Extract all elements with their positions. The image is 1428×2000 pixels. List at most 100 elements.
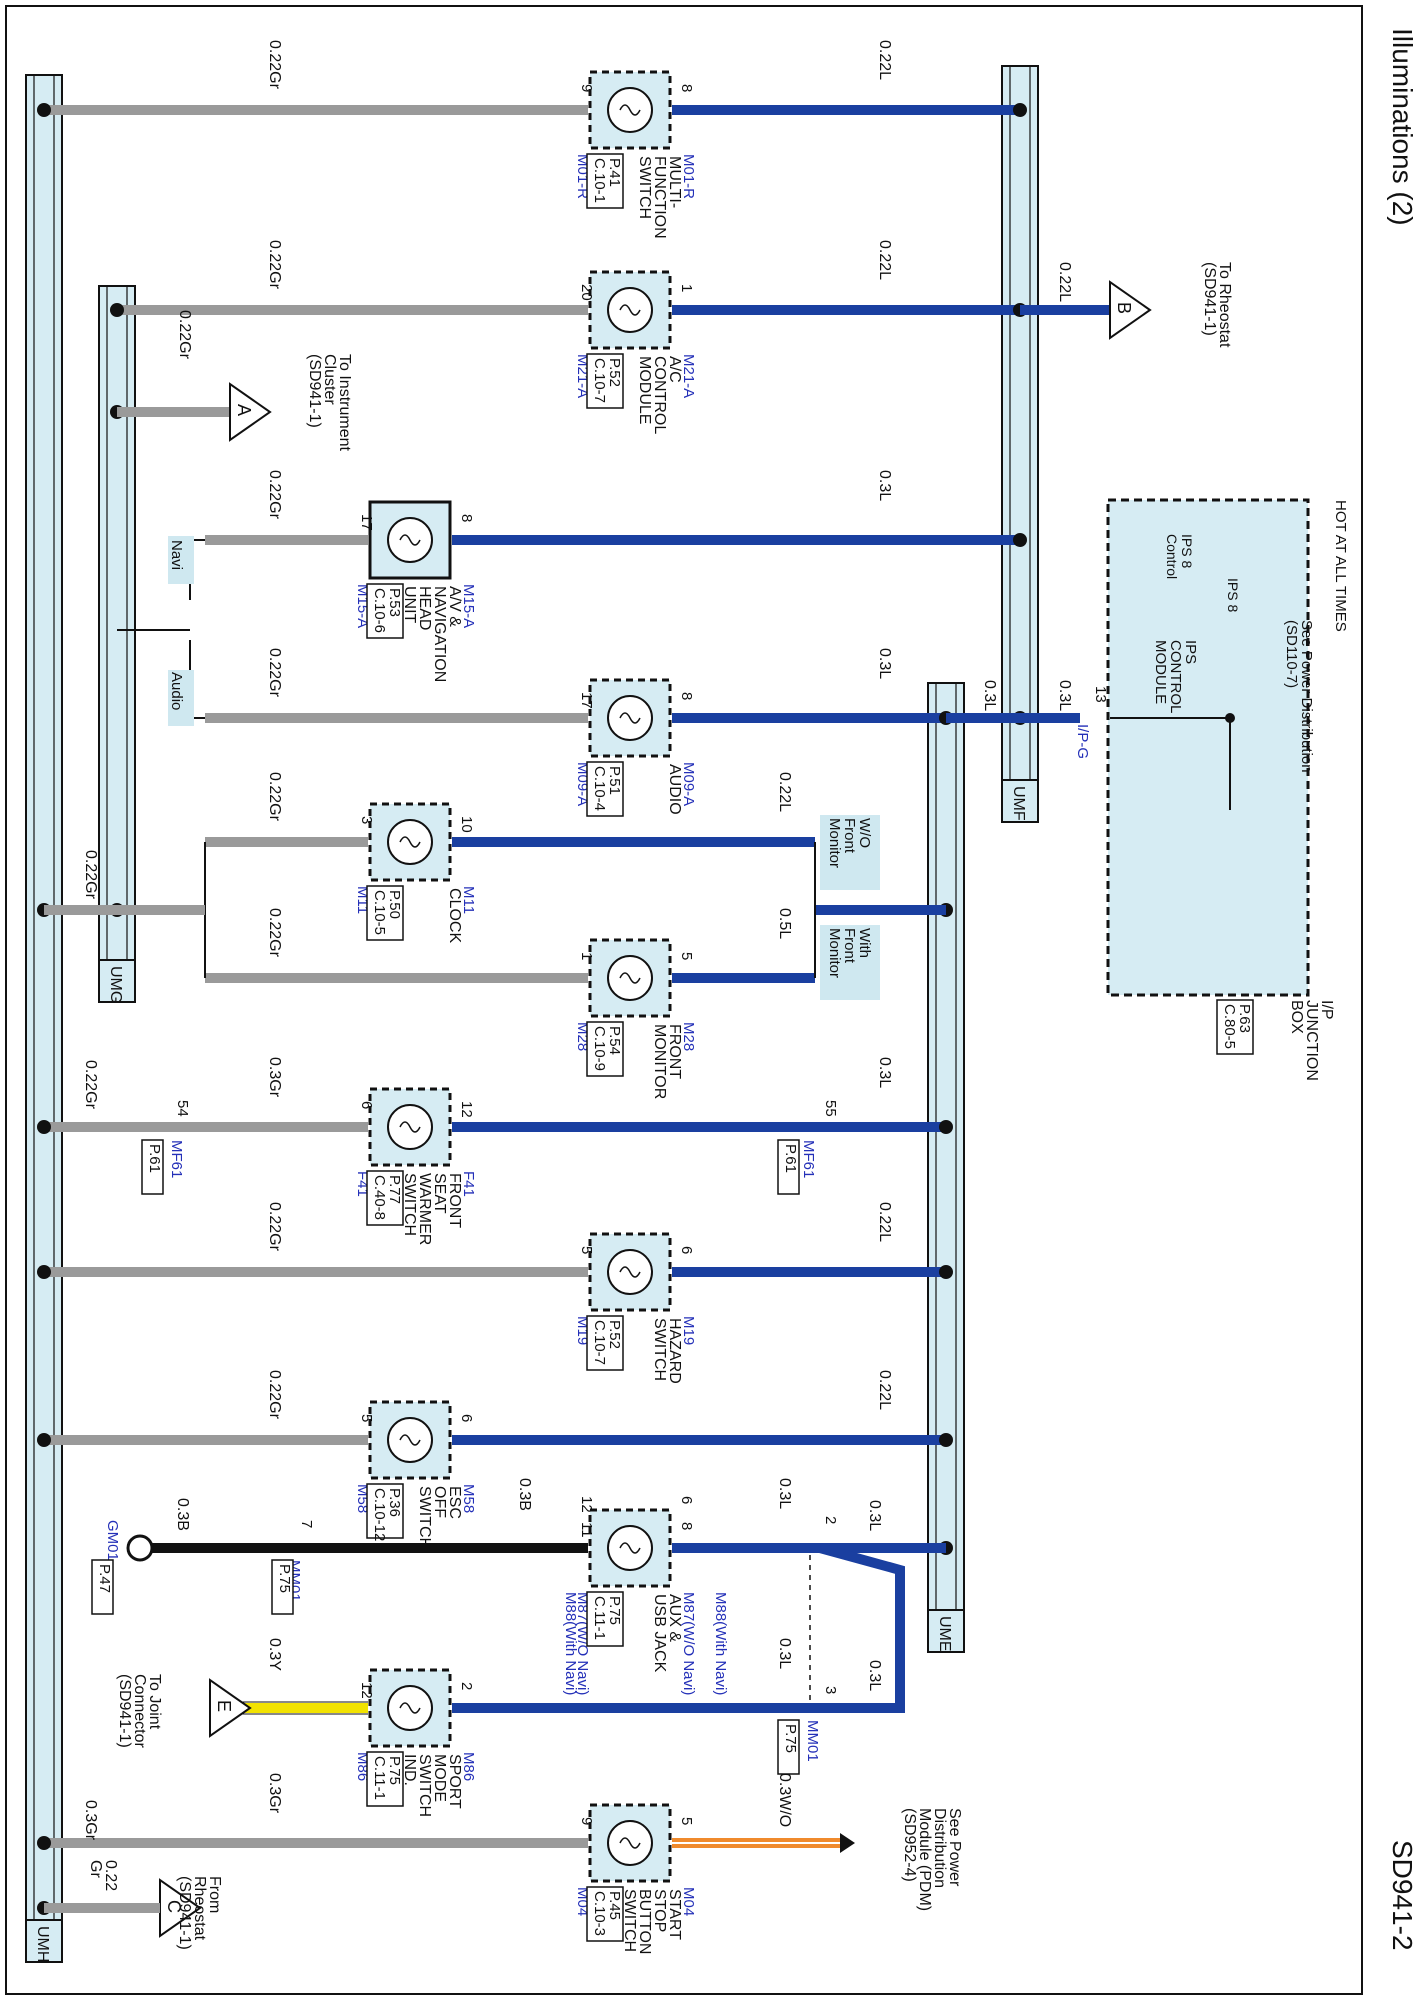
wire-label-sport-ume: 0.3L <box>866 1660 883 1691</box>
bus-umg-label: UMG <box>107 966 124 1003</box>
wire-label-aux-ume: 0.3L <box>866 1500 883 1531</box>
pin-55: 55 <box>822 1100 839 1117</box>
splice-dot-1 <box>1013 103 1027 117</box>
tag-navi-bg <box>168 536 194 584</box>
svg-text:(SD941-1): (SD941-1) <box>1201 262 1218 336</box>
conn-aux-right2: M88(With Navi) <box>712 1592 729 1695</box>
ip-junction-box <box>1106 498 1310 997</box>
pin-audio-left: 17 <box>578 692 595 709</box>
svg-text:UME: UME <box>936 1616 953 1652</box>
marker-a: A <box>229 382 272 442</box>
svg-text:5: 5 <box>678 1817 695 1825</box>
splice-dot-0 <box>37 103 51 117</box>
label-mf61-right: MF61 <box>800 1140 817 1178</box>
svg-text:BUTTON: BUTTON <box>636 1889 653 1954</box>
label-mf61-left: MF61 <box>168 1140 185 1178</box>
svg-text:START: START <box>666 1889 683 1940</box>
bus-umh-label: UMH <box>34 1926 51 1962</box>
svg-text:P.53: P.53 <box>386 588 403 617</box>
svg-text:IPS 8: IPS 8 <box>1225 578 1241 612</box>
svg-text:2: 2 <box>822 1516 839 1524</box>
svg-text:5: 5 <box>678 952 695 960</box>
pin-aux-left: 11 <box>578 1522 595 1538</box>
svg-text:To Instrument: To Instrument <box>336 354 353 451</box>
svg-text:0.5L: 0.5L <box>776 908 793 939</box>
svg-text:0.22Gr: 0.22Gr <box>266 470 283 520</box>
svg-text:(SD941-1): (SD941-1) <box>116 1674 133 1748</box>
svg-text:0.22L: 0.22L <box>876 1370 893 1410</box>
pin-sport-left: 12 <box>358 1682 375 1699</box>
svg-text:I/P: I/P <box>1318 1000 1335 1020</box>
svg-text:9: 9 <box>578 84 595 92</box>
conn-multi-right: M01-R <box>680 154 697 199</box>
wire-sport-loop <box>818 1543 905 1713</box>
svg-text:HEAD: HEAD <box>416 586 433 630</box>
svg-text:M15-A: M15-A <box>460 584 477 628</box>
svg-text:0.3Y: 0.3Y <box>266 1638 283 1671</box>
svg-text:SPORT: SPORT <box>446 1754 463 1809</box>
ref-ac: P.52C.10-7 <box>586 353 624 409</box>
svg-text:WARMER: WARMER <box>416 1173 433 1245</box>
pin-hazard-right: 6 <box>678 1246 695 1254</box>
wire-label-front-right: 0.5L <box>776 908 793 939</box>
svg-text:P.61: P.61 <box>146 1144 163 1173</box>
ref-mf61-left: P.61 <box>141 1139 164 1195</box>
ref-sport: P.75C.11-1 <box>366 1751 404 1807</box>
svg-text:6: 6 <box>458 1414 475 1422</box>
svg-text:Monitor: Monitor <box>826 928 843 978</box>
wire-label-sport-right: 0.3L <box>776 1638 793 1669</box>
pin-aux-right: 8 <box>678 1522 695 1530</box>
svg-text:M86: M86 <box>460 1752 477 1781</box>
ref-multi: P.41C.10-1 <box>586 153 624 209</box>
svg-text:P.75: P.75 <box>606 1596 623 1625</box>
svg-text:6: 6 <box>678 1496 695 1504</box>
svg-text:0.22L: 0.22L <box>776 772 793 812</box>
conn-ac-right: M21-A <box>680 354 697 398</box>
svg-text:8: 8 <box>458 514 475 522</box>
svg-text:A/C: A/C <box>666 356 683 383</box>
svg-text:IND.: IND. <box>401 1754 418 1786</box>
svg-text:Front: Front <box>841 818 858 854</box>
svg-text:0.3L: 0.3L <box>981 680 998 711</box>
svg-text:0.3Gr: 0.3Gr <box>266 1773 283 1814</box>
svg-text:P.50: P.50 <box>386 890 403 919</box>
svg-text:C.10-4: C.10-4 <box>591 766 608 811</box>
svg-text:M01-R: M01-R <box>680 154 697 199</box>
svg-text:0.3Gr: 0.3Gr <box>82 1800 99 1841</box>
pin-front-left: 1 <box>578 952 595 960</box>
svg-text:JUNCTION: JUNCTION <box>1303 1000 1320 1081</box>
svg-text:F41: F41 <box>460 1171 477 1197</box>
ref-seat: P.77C.40-8 <box>366 1170 404 1226</box>
svg-text:UMG: UMG <box>107 966 124 1003</box>
svg-text:C.40-8: C.40-8 <box>371 1175 388 1220</box>
svg-text:IPS 8: IPS 8 <box>1179 534 1195 568</box>
arrow-pdm <box>840 1833 855 1853</box>
svg-text:MULTI-: MULTI- <box>666 156 683 208</box>
pin-multi-right: 8 <box>678 84 695 92</box>
svg-text:0.22Gr: 0.22Gr <box>266 1202 283 1252</box>
pin-audio-right: 8 <box>678 692 695 700</box>
wire-label-start-left: 0.3Gr <box>82 1800 99 1841</box>
svg-text:(SD952-4): (SD952-4) <box>901 1808 918 1882</box>
wire-label-hazard-right: 0.22L <box>876 1202 893 1242</box>
wire-label-multi-right: 0.22L <box>876 40 893 80</box>
svg-text:C.11-1: C.11-1 <box>591 1596 608 1640</box>
svg-text:Navi: Navi <box>168 540 185 570</box>
bus-umf <box>1001 65 1039 781</box>
svg-text:FRONT: FRONT <box>666 1024 683 1079</box>
label-see-power: See Power Distribution(SD110-7) <box>1283 620 1315 773</box>
svg-text:0.3L: 0.3L <box>866 1500 883 1531</box>
svg-text:0.22Gr: 0.22Gr <box>82 1060 99 1110</box>
tag-with-front-bg <box>820 925 880 1000</box>
svg-text:C.80-5: C.80-5 <box>1221 1004 1238 1049</box>
pin-front-right: 5 <box>678 952 695 960</box>
svg-text:SWITCH: SWITCH <box>621 1889 638 1952</box>
svg-text:P.41: P.41 <box>606 158 623 187</box>
conn-clock-right: M11 <box>460 886 477 914</box>
pin-54: 54 <box>174 1100 191 1117</box>
wire-label-esc-right: 0.22L <box>876 1370 893 1410</box>
pin-hazard-left: 5 <box>578 1246 595 1254</box>
